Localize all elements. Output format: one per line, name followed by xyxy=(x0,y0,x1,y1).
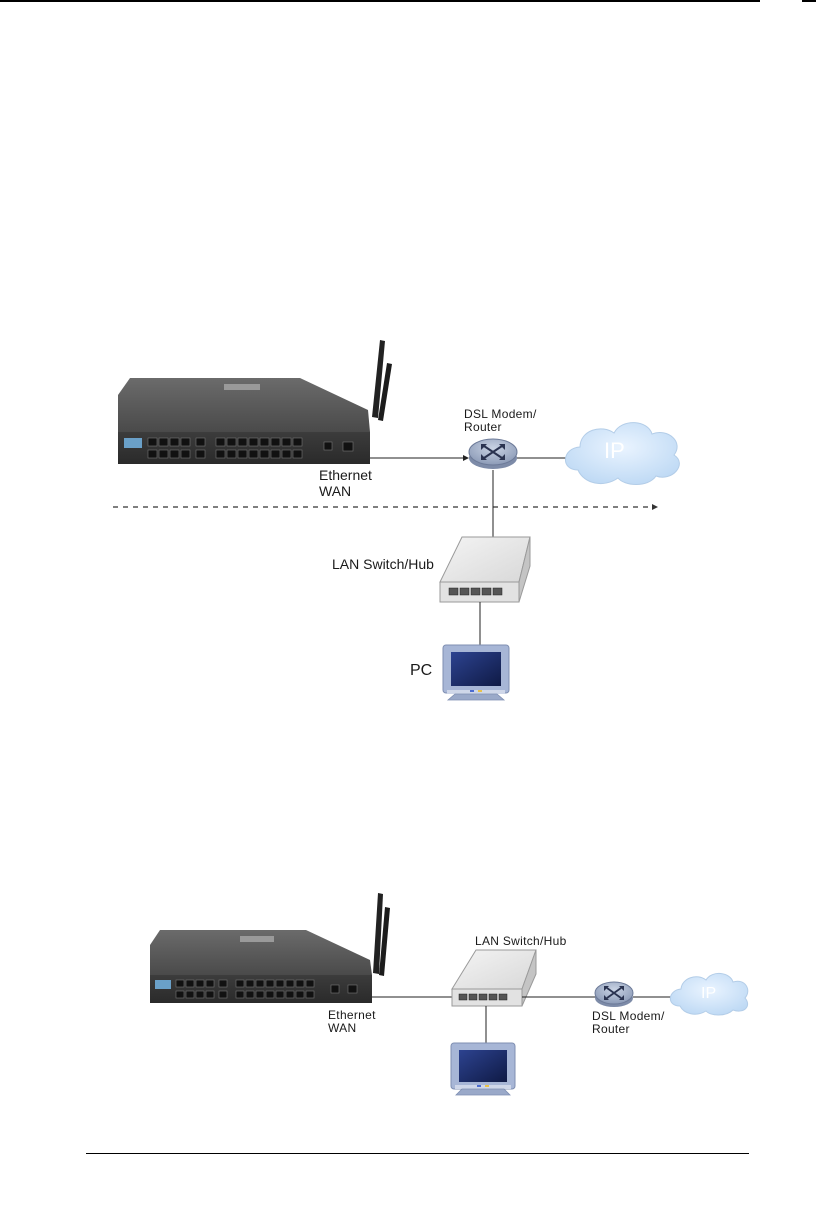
ethernet-wan-label-2: Ethernet WAN xyxy=(328,1009,376,1036)
pc-monitor-icon-2 xyxy=(451,1043,515,1095)
brand-plate xyxy=(224,384,260,390)
ip-cloud-label: IP xyxy=(604,438,625,464)
status-display-2 xyxy=(155,980,171,989)
voip-gateway-device xyxy=(118,340,392,464)
pc-label: PC xyxy=(410,662,432,680)
pc-monitor-icon xyxy=(443,645,509,700)
diagram-2 xyxy=(150,893,748,1095)
dsl-modem-router-label-2: DSL Modem/ Router xyxy=(592,1010,665,1037)
footer-rule xyxy=(86,1153,749,1154)
dsl-router-icon-2 xyxy=(595,982,633,1007)
wan-arrowhead xyxy=(463,455,469,461)
dsl-router-icon xyxy=(469,439,517,469)
lan-switch-hub-label-2: LAN Switch/Hub xyxy=(475,935,567,948)
brand-plate-2 xyxy=(240,936,274,942)
dsl-modem-router-label: DSL Modem/ Router xyxy=(464,408,537,435)
ip-cloud-label-2: IP xyxy=(701,985,716,1003)
ethernet-wan-label: Ethernet WAN xyxy=(319,468,372,499)
lan-switch-icon-2 xyxy=(452,950,536,1006)
voip-gateway-device-2 xyxy=(150,893,390,1003)
diagram-1 xyxy=(113,340,679,700)
boundary-arrowhead xyxy=(652,504,658,510)
lan-switch-hub-label: LAN Switch/Hub xyxy=(332,557,434,573)
lan-switch-icon xyxy=(440,537,530,602)
status-display xyxy=(124,438,142,448)
